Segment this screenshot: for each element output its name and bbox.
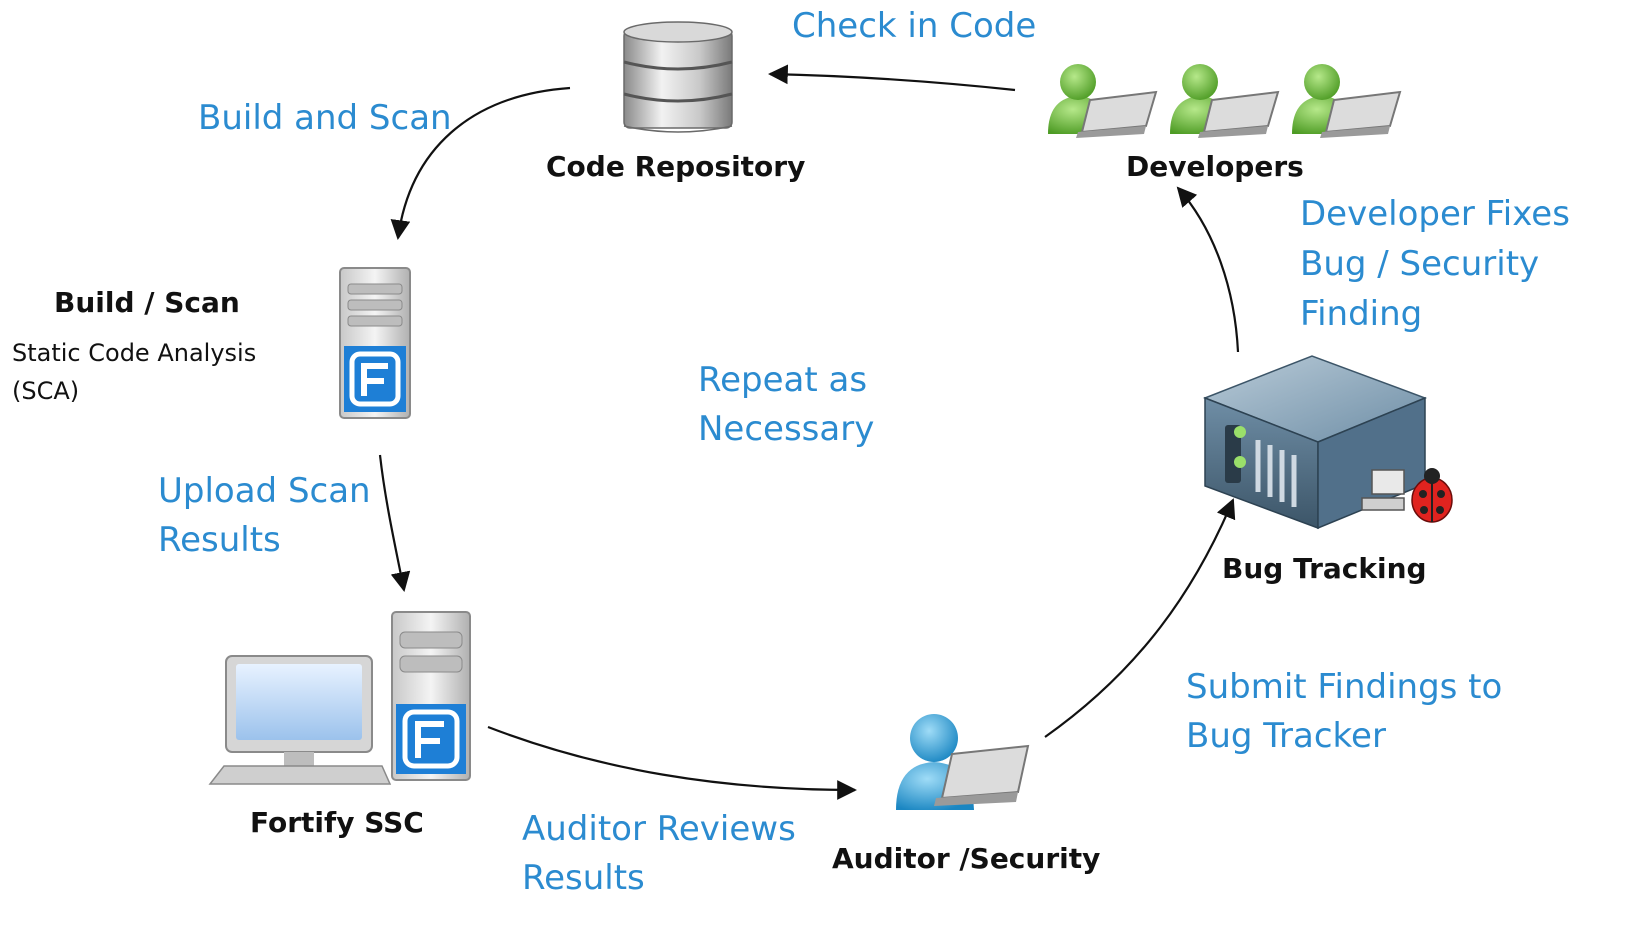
step-auditor-reviews-2: Results [522,858,645,898]
build-scan-sub-2: (SCA) [12,377,80,405]
ladybug-icon [1411,468,1453,523]
arrow-auditor-review [487,725,857,800]
arrow-fix [1176,186,1240,353]
step-upload-1: Upload Scan [158,471,371,511]
arrow-submit [1044,498,1236,738]
step-repeat-2: Necessary [698,409,875,449]
developers-label: Developers [1126,150,1304,183]
database-icon [623,21,733,133]
step-auditor-reviews-1: Auditor Reviews [522,809,796,849]
arrow-upload [378,454,411,592]
step-build-and-scan: Build and Scan [198,98,452,138]
step-submit-2: Bug Tracker [1186,716,1386,756]
fortify-ssc-icon [208,611,471,785]
step-check-in: Check in Code [792,6,1037,46]
developer-user-icon-1 [1048,64,1158,138]
step-developer-fixes-3: Finding [1300,294,1423,334]
step-upload-2: Results [158,520,281,560]
code-repository-label: Code Repository [546,150,806,183]
fortify-ssc-label: Fortify SSC [250,806,424,839]
auditor-label: Auditor /Security [832,842,1101,875]
build-scan-label: Build / Scan [54,286,240,319]
build-scan-sub-1: Static Code Analysis [12,339,257,367]
step-developer-fixes-2: Bug / Security [1300,244,1540,284]
step-developer-fixes-1: Developer Fixes [1300,194,1570,234]
developer-user-icon-3 [1292,64,1402,138]
step-repeat-1: Repeat as [698,360,868,400]
arrow-check-in [768,64,1016,92]
bug-tracking-server-icon [1202,355,1428,530]
developer-user-icon-2 [1170,64,1280,138]
arrow-build-scan [390,86,571,240]
build-server-icon [339,267,411,419]
auditor-user-icon [896,714,1030,810]
step-submit-1: Submit Findings to [1186,667,1503,707]
bug-tracking-label: Bug Tracking [1222,552,1427,585]
